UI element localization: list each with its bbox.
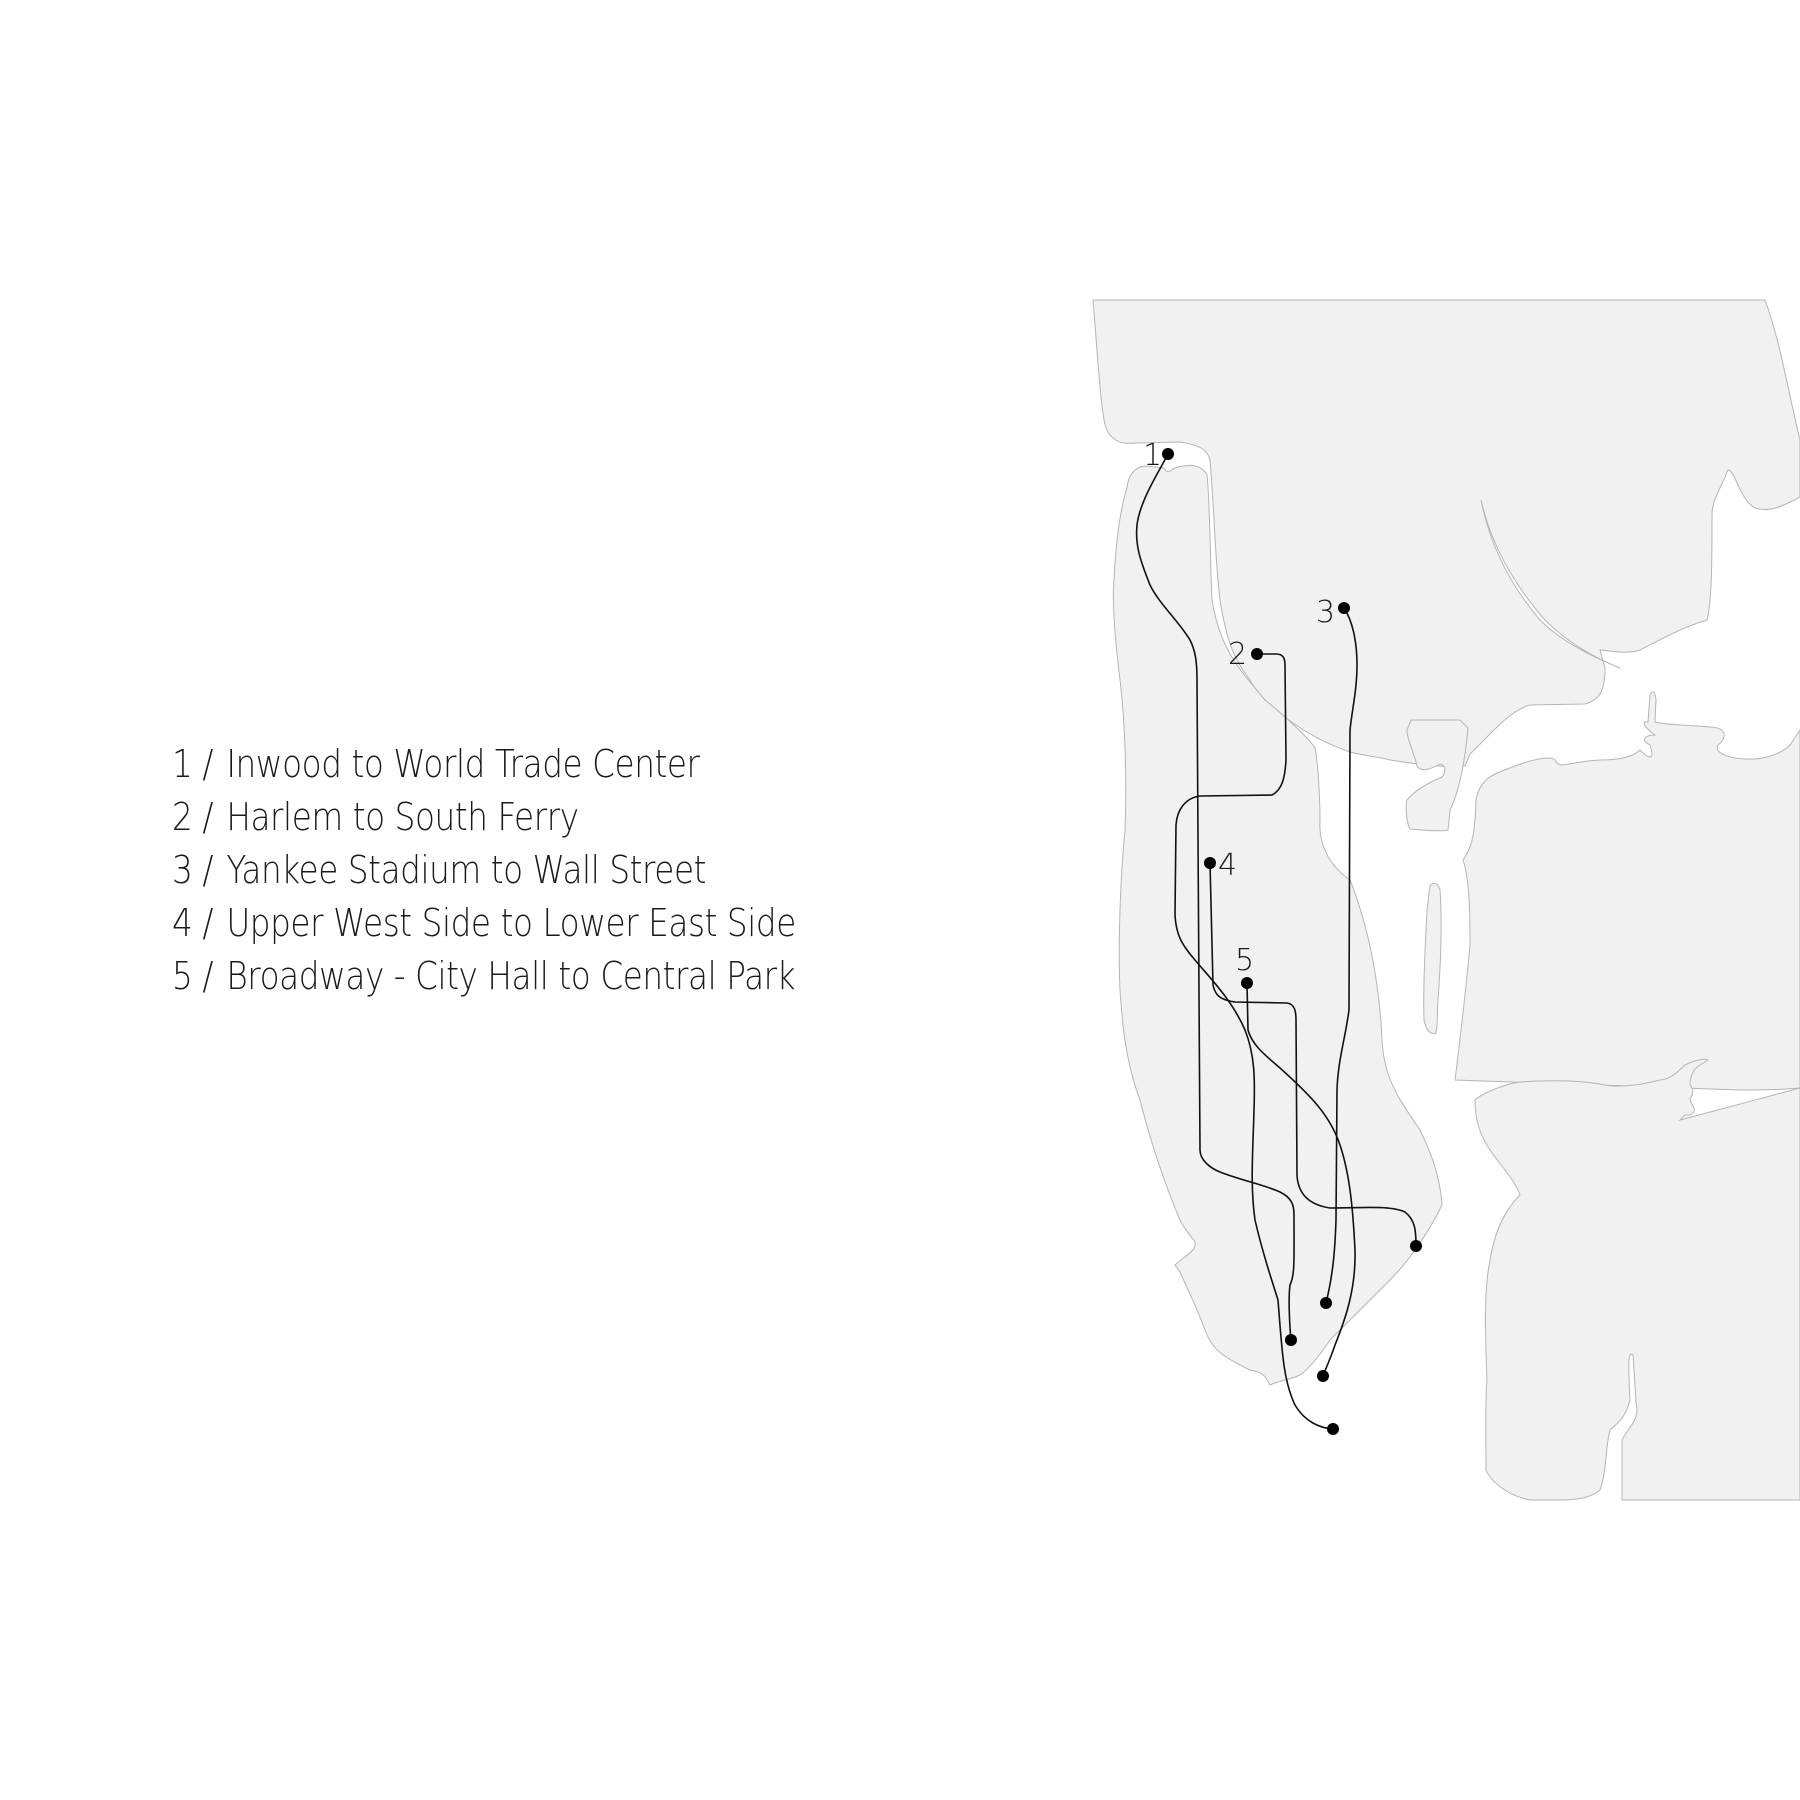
route-4-label: 4	[1218, 848, 1237, 883]
route-3-start-dot	[1338, 602, 1350, 614]
route-3-line	[1325, 607, 1358, 1304]
route-4-line	[1209, 862, 1417, 1247]
route-1-start-dot	[1162, 448, 1174, 460]
legend-item-3: 3 / Yankee Stadium to Wall Street	[172, 848, 707, 892]
manhattan-island	[1112, 464, 1443, 1386]
bronx-landmass	[1092, 299, 1800, 767]
brooklyn-landmass	[1474, 1058, 1800, 1501]
route-5-end-dot	[1317, 1370, 1329, 1382]
legend-item-1: 1 / Inwood to World Trade Center	[172, 742, 700, 786]
randalls-island	[1405, 719, 1469, 832]
route-1-label: 1	[1143, 438, 1162, 473]
legend-item-2: 2 / Harlem to South Ferry	[172, 795, 579, 839]
route-legend: 1 / Inwood to World Trade Center 2 / Har…	[172, 738, 897, 1003]
route-5-line	[1246, 982, 1356, 1377]
route-3-end-dot	[1320, 1297, 1332, 1309]
route-1-end-dot	[1285, 1334, 1297, 1346]
legend-item-5: 5 / Broadway - City Hall to Central Park	[172, 954, 796, 998]
route-2-line	[1174, 653, 1334, 1430]
route-3-label: 3	[1316, 595, 1335, 630]
legend-item-4: 4 / Upper West Side to Lower East Side	[172, 901, 796, 945]
route-1-line	[1135, 453, 1295, 1341]
route-4-end-dot	[1410, 1240, 1422, 1252]
queens-landmass	[1454, 691, 1800, 1091]
route-2-label: 2	[1228, 637, 1247, 672]
route-2-start-dot	[1251, 648, 1263, 660]
route-4-start-dot	[1204, 857, 1216, 869]
route-5-start-dot	[1241, 977, 1253, 989]
route-2-end-dot	[1327, 1423, 1339, 1435]
bronx-inlet	[1480, 499, 1621, 669]
roosevelt-island	[1423, 882, 1442, 1035]
route-5-label: 5	[1235, 943, 1254, 978]
